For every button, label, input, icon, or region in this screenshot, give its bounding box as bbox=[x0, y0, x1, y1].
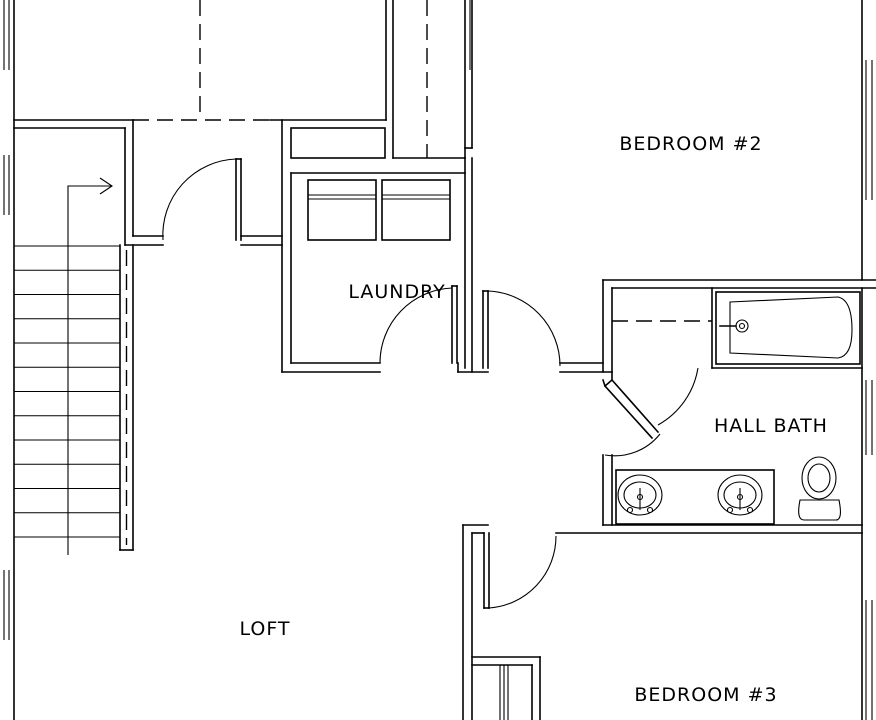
hall-bath-label: HALL BATH bbox=[714, 415, 828, 437]
washer-appliance bbox=[307, 179, 377, 241]
door-bedroom-2 bbox=[482, 290, 613, 373]
door-upper-hall bbox=[162, 158, 283, 246]
sink-right bbox=[717, 474, 763, 516]
toilet bbox=[798, 456, 842, 521]
bedroom-3-label: BEDROOM #3 bbox=[634, 684, 777, 706]
stair-treads bbox=[14, 245, 120, 538]
sink-left bbox=[617, 474, 663, 516]
stair-direction-arrow bbox=[67, 177, 113, 555]
hall-bath-walls bbox=[602, 287, 873, 720]
bedroom-3-closet bbox=[471, 656, 541, 720]
bedroom-3-walls bbox=[462, 524, 873, 720]
bathtub bbox=[715, 291, 861, 365]
door-hall-bath bbox=[601, 367, 699, 457]
dryer-appliance bbox=[381, 179, 451, 241]
left-exterior-wall bbox=[3, 0, 15, 720]
loft-label: LOFT bbox=[239, 618, 290, 640]
bedroom-2-label: BEDROOM #2 bbox=[619, 133, 762, 155]
door-bedroom-3 bbox=[483, 532, 557, 609]
vanity-counter bbox=[615, 469, 775, 525]
laundry-walls bbox=[281, 157, 489, 373]
stair-walls bbox=[13, 119, 164, 551]
tub-drain-fixture bbox=[719, 319, 749, 333]
linen-closet bbox=[281, 0, 473, 373]
upper-left-room-walls bbox=[13, 0, 387, 121]
door-laundry bbox=[379, 285, 458, 364]
bedroom-2-walls bbox=[602, 0, 876, 373]
laundry-label: LAUNDRY bbox=[348, 281, 445, 303]
